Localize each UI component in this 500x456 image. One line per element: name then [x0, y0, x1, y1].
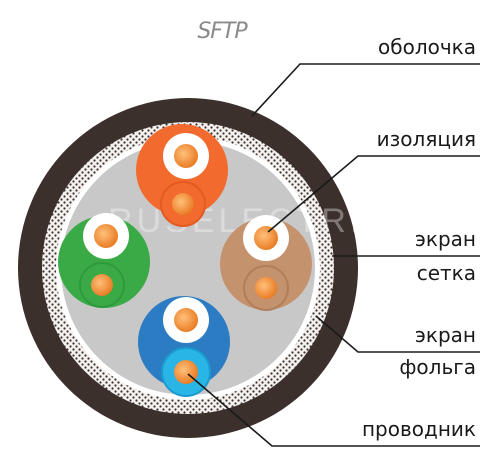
conductor [94, 224, 118, 248]
conductor [174, 308, 198, 332]
conductor [172, 193, 194, 215]
diagram-title: SFTP [197, 19, 248, 44]
twisted-pair-brown [220, 215, 312, 311]
leader-line-foil [315, 315, 480, 353]
twisted-pair-blue [138, 296, 230, 397]
label-sheath: оболочка [378, 35, 476, 59]
conductor [91, 274, 113, 296]
label-screen-mesh-line1: экран [415, 227, 476, 251]
twisted-pair-orange [136, 124, 228, 227]
conductor [255, 277, 277, 299]
conductor [254, 226, 278, 250]
twisted-pair-green [58, 213, 150, 308]
label-screen-mesh-line2: сетка [417, 261, 476, 285]
conductor [174, 144, 198, 168]
leader-line-sheath [251, 63, 480, 117]
label-insulation: изоляция [377, 127, 476, 151]
leader-line-conductor [187, 373, 480, 447]
core-filler [61, 141, 315, 395]
label-screen-foil-line2: фольга [399, 355, 476, 379]
label-conductor: проводник [362, 417, 476, 441]
label-screen-foil-line1: экран [415, 323, 476, 347]
leader-line-insulation [267, 155, 480, 233]
